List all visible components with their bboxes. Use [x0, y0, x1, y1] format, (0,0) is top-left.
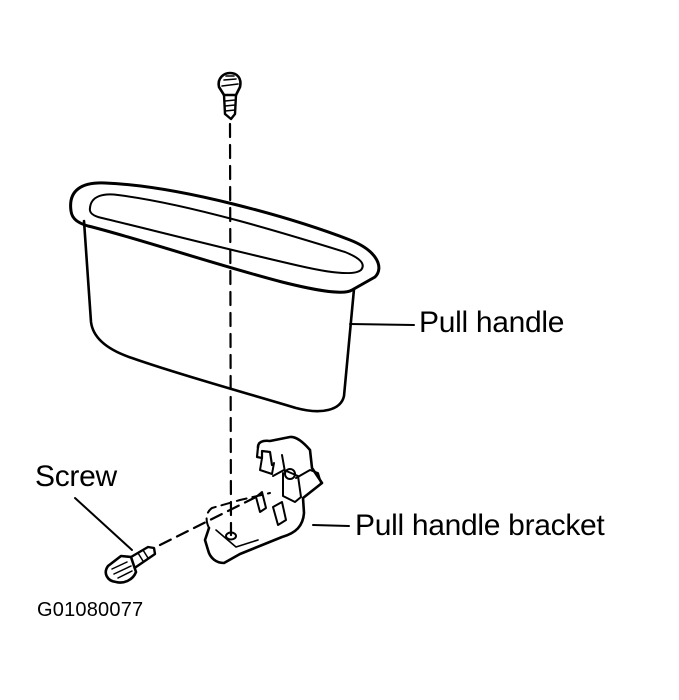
leader-line-screw — [74, 497, 133, 551]
axis-dashed-line-diagonal — [158, 495, 258, 547]
pull-handle — [69, 181, 381, 413]
pull-handle-bracket-label: Pull handle bracket — [355, 509, 605, 542]
pull-handle-label: Pull handle — [419, 306, 565, 339]
leader-line-pull-handle — [349, 323, 415, 326]
top-screw — [217, 71, 242, 121]
side-screw — [104, 545, 157, 584]
pull-handle-bracket — [203, 435, 324, 565]
leader-line-bracket — [312, 524, 350, 527]
axis-dashed-line-vertical — [228, 122, 233, 537]
screw-label: Screw — [35, 460, 117, 493]
figure-id: G01080077 — [37, 599, 144, 621]
